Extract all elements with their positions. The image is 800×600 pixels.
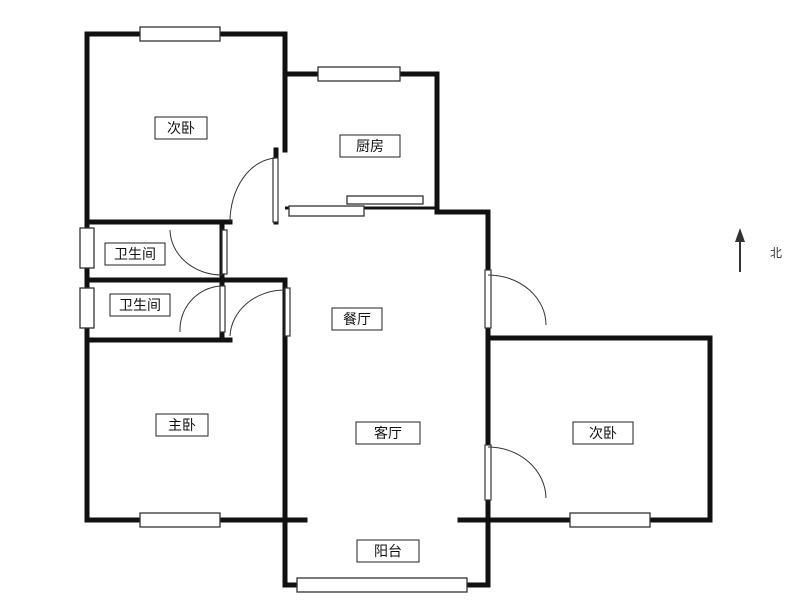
room-label-dining: 餐厅	[331, 307, 383, 331]
window-kitchen-interior	[346, 195, 424, 205]
door-dining-side	[229, 287, 291, 337]
door-bathroom-1	[169, 229, 228, 276]
room-label-master-bedroom: 主卧	[155, 413, 209, 437]
door-bedroom-top	[229, 157, 279, 223]
label-bathroom-1: 卫生间	[114, 247, 156, 263]
label-master-bedroom: 主卧	[168, 418, 196, 434]
room-label-balcony: 阳台	[356, 539, 420, 563]
window-right-bedroom	[569, 512, 651, 528]
window-master-bedroom	[139, 512, 221, 528]
label-living: 客厅	[374, 425, 402, 442]
label-bathroom-2: 卫生间	[119, 298, 161, 314]
windows	[79, 26, 651, 593]
label-balcony: 阳台	[374, 544, 402, 560]
north-label: 北	[770, 246, 782, 260]
label-dining: 餐厅	[343, 312, 371, 328]
room-label-bathroom-1: 卫生间	[104, 242, 166, 266]
room-label-bedroom-top: 次卧	[154, 116, 208, 140]
door-dining-east	[484, 269, 547, 329]
window-balcony	[296, 577, 468, 593]
opening-kitchen-door	[288, 205, 365, 217]
door-bathroom-2	[179, 285, 226, 333]
window-bedroom-top	[139, 26, 221, 42]
room-label-bedroom-right: 次卧	[572, 421, 634, 445]
label-bedroom-right: 次卧	[589, 426, 617, 442]
room-label-kitchen: 厨房	[339, 134, 401, 158]
label-kitchen: 厨房	[356, 139, 384, 155]
room-labels: 次卧 厨房 卫生间 卫生间 餐厅 主卧 客厅 次卧	[104, 116, 634, 563]
door-right-bedroom	[484, 444, 547, 501]
window-bathroom-1	[79, 227, 95, 269]
window-kitchen	[317, 66, 401, 82]
label-bedroom-top: 次卧	[167, 121, 195, 137]
doors	[169, 157, 547, 501]
room-label-bathroom-2: 卫生间	[109, 293, 171, 317]
north-arrowhead-icon	[735, 228, 745, 242]
compass: 北	[735, 228, 782, 272]
room-label-living: 客厅	[355, 421, 421, 445]
window-bathroom-2	[79, 287, 95, 329]
